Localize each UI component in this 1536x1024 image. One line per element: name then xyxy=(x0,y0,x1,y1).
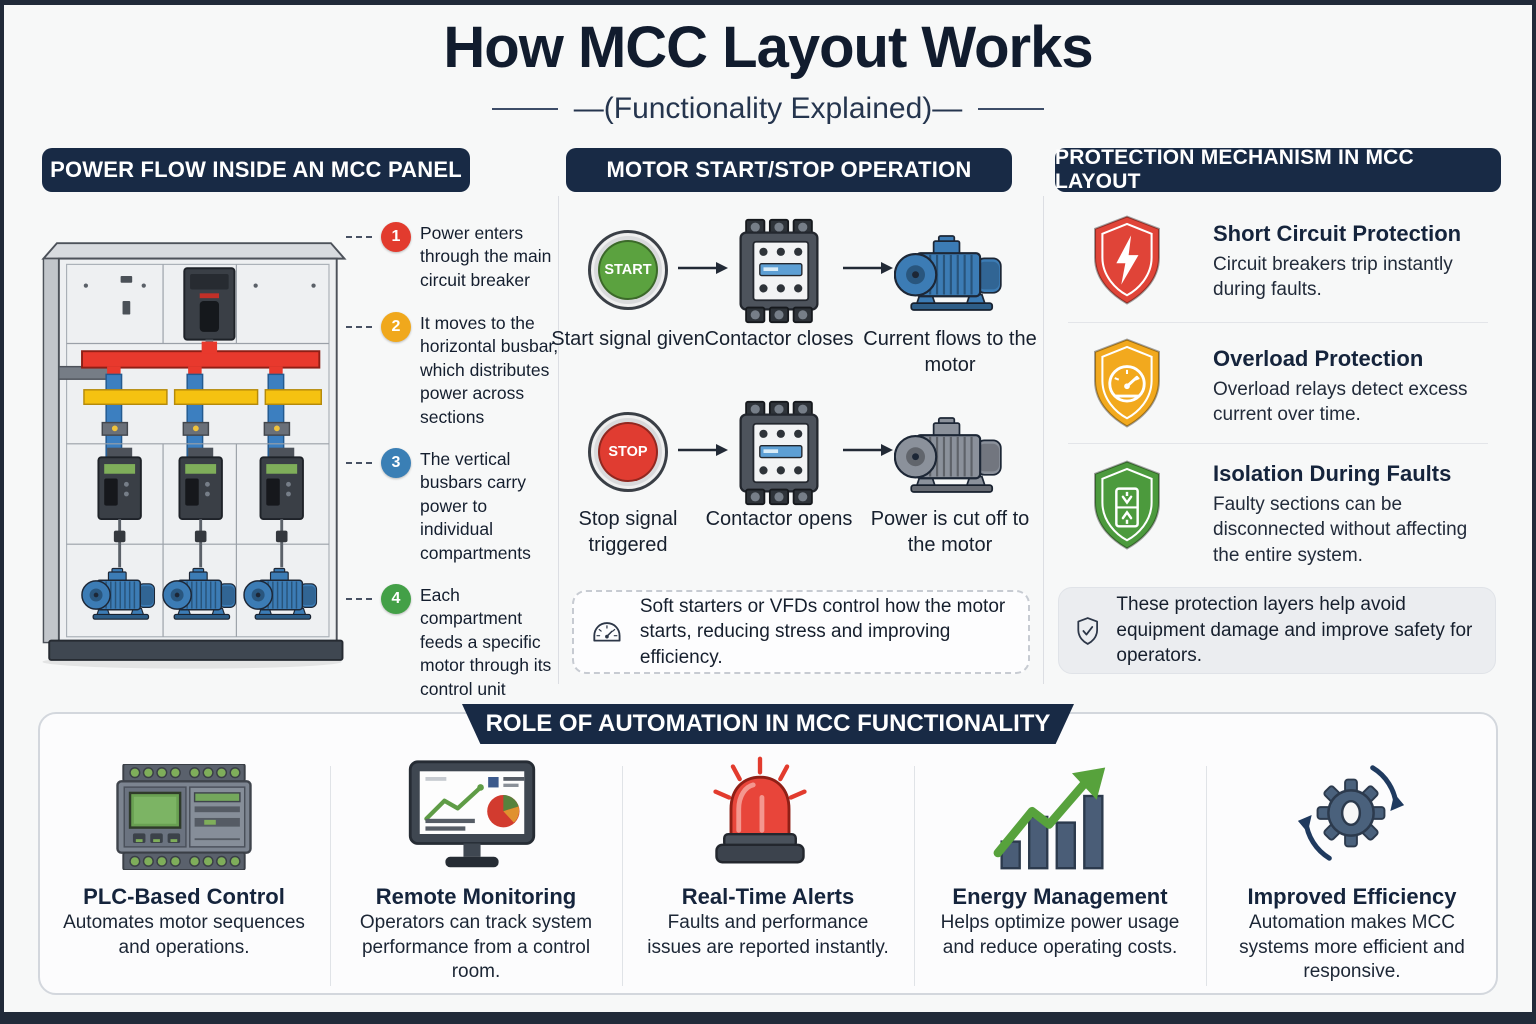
protection-title: Overload Protection xyxy=(1213,346,1424,371)
protection-item-3: Isolation During Faults Faulty sections … xyxy=(1213,461,1495,568)
protection-divider xyxy=(1068,322,1488,323)
automation-divider xyxy=(622,766,623,986)
automation-title: Energy Management xyxy=(952,884,1168,909)
gauge-icon xyxy=(590,605,624,659)
section-header-power-flow: POWER FLOW INSIDE AN MCC PANEL xyxy=(42,148,470,192)
protection-desc: Faulty sections can be disconnected with… xyxy=(1213,494,1468,566)
step-connector-dash xyxy=(346,462,372,464)
isolation-shield-icon xyxy=(1086,458,1168,552)
operation-label: Current flows to the motor xyxy=(863,328,1037,376)
motor-running-icon xyxy=(894,234,1006,312)
operation-label: Contactor closes xyxy=(704,328,854,350)
step-connector-dash xyxy=(346,236,372,238)
step-text: The vertical busbars carry power to indi… xyxy=(420,449,531,563)
contactor-open-icon xyxy=(733,400,825,506)
step-number-badge: 3 xyxy=(381,448,411,478)
automation-divider xyxy=(914,766,915,986)
operation-label: Stop signal triggered xyxy=(578,508,678,556)
subtitle-right-line xyxy=(978,108,1045,110)
page-subtitle-row: —(Functionality Explained)— xyxy=(0,92,1536,126)
flow-arrow-icon xyxy=(841,261,893,275)
protection-item-1: Short Circuit Protection Circuit breaker… xyxy=(1213,221,1495,303)
column-divider xyxy=(1043,196,1044,684)
page-title: How MCC Layout Works xyxy=(443,15,1093,80)
step-text: Power enters through the main circuit br… xyxy=(420,223,552,290)
siren-icon xyxy=(702,752,818,870)
section-header-motor-operation: MOTOR START/STOP OPERATION xyxy=(566,148,1012,192)
overload-shield-icon xyxy=(1086,336,1168,430)
flow-arrow-icon xyxy=(676,261,728,275)
protection-title: Isolation During Faults xyxy=(1213,461,1452,486)
automation-title: Improved Efficiency xyxy=(1247,884,1457,909)
automation-desc: Helps optimize power usage and reduce op… xyxy=(940,912,1180,958)
automation-divider xyxy=(330,766,331,986)
page-subtitle: —(Functionality Explained)— xyxy=(573,92,963,125)
protection-title: Short Circuit Protection xyxy=(1213,221,1462,246)
protection-note-text: These protection layers help avoid equip… xyxy=(1116,594,1473,667)
step-number-badge: 4 xyxy=(381,584,411,614)
power-flow-step-1: 1 Power enters through the main circuit … xyxy=(346,222,562,292)
step-number-badge: 2 xyxy=(381,312,411,342)
automation-divider xyxy=(1206,766,1207,986)
automation-title: Remote Monitoring xyxy=(375,884,577,909)
start-button-icon: START xyxy=(588,230,668,310)
column-divider xyxy=(558,196,559,684)
power-flow-step-3: 3 The vertical busbars carry power to in… xyxy=(346,448,562,565)
energy-chart-icon xyxy=(987,758,1117,872)
step-text: Each compartment feeds a specific motor … xyxy=(420,585,552,699)
automation-desc: Automates motor sequences and operations… xyxy=(63,912,305,958)
operation-label: Contactor opens xyxy=(705,508,853,530)
automation-title: Real-Time Alerts xyxy=(681,884,855,909)
stop-button-label: STOP xyxy=(598,422,658,482)
protection-divider xyxy=(1068,443,1488,444)
section-header-protection: PROTECTION MECHANISM IN MCC LAYOUT xyxy=(1055,146,1501,193)
operation-label: Power is cut off to the motor xyxy=(870,508,1030,556)
automation-desc: Operators can track system performance f… xyxy=(359,912,593,983)
shield-check-icon xyxy=(1075,602,1100,660)
plc-icon xyxy=(109,764,259,870)
motor-stopped-icon xyxy=(894,416,1006,494)
protection-desc: Overload relays detect excess current ov… xyxy=(1213,379,1468,426)
automation-desc: Faults and performance issues are report… xyxy=(647,912,889,958)
automation-title: PLC-Based Control xyxy=(83,884,285,909)
step-connector-dash xyxy=(346,326,372,328)
vfd-note-text: Soft starters or VFDs control how the mo… xyxy=(639,595,1006,668)
protection-desc: Circuit breakers trip instantly during f… xyxy=(1213,254,1453,301)
step-text: It moves to the horizontal busbar, which… xyxy=(420,313,559,427)
stop-button-icon: STOP xyxy=(588,412,668,492)
subtitle-left-line xyxy=(491,108,558,110)
flow-arrow-icon xyxy=(676,443,728,457)
operation-label: Start signal given xyxy=(551,328,705,350)
power-flow-step-2: 2 It moves to the horizontal busbar, whi… xyxy=(346,312,562,429)
power-flow-step-4: 4 Each compartment feeds a specific moto… xyxy=(346,584,562,701)
start-button-label: START xyxy=(598,240,658,300)
protection-note: These protection layers help avoid equip… xyxy=(1058,587,1496,674)
gear-cycle-icon xyxy=(1291,754,1411,872)
monitor-icon xyxy=(397,758,547,872)
contactor-closed-icon xyxy=(733,218,825,324)
short-circuit-shield-icon xyxy=(1086,213,1168,307)
section-header-automation: ROLE OF AUTOMATION IN MCC FUNCTIONALITY xyxy=(462,704,1074,744)
automation-desc: Automation makes MCC systems more effici… xyxy=(1239,912,1465,983)
mcc-panel-illustration xyxy=(28,208,356,670)
step-number-badge: 1 xyxy=(381,222,411,252)
vfd-note: Soft starters or VFDs control how the mo… xyxy=(572,590,1030,674)
step-connector-dash xyxy=(346,598,372,600)
flow-arrow-icon xyxy=(841,443,893,457)
protection-item-2: Overload Protection Overload relays dete… xyxy=(1213,346,1495,428)
